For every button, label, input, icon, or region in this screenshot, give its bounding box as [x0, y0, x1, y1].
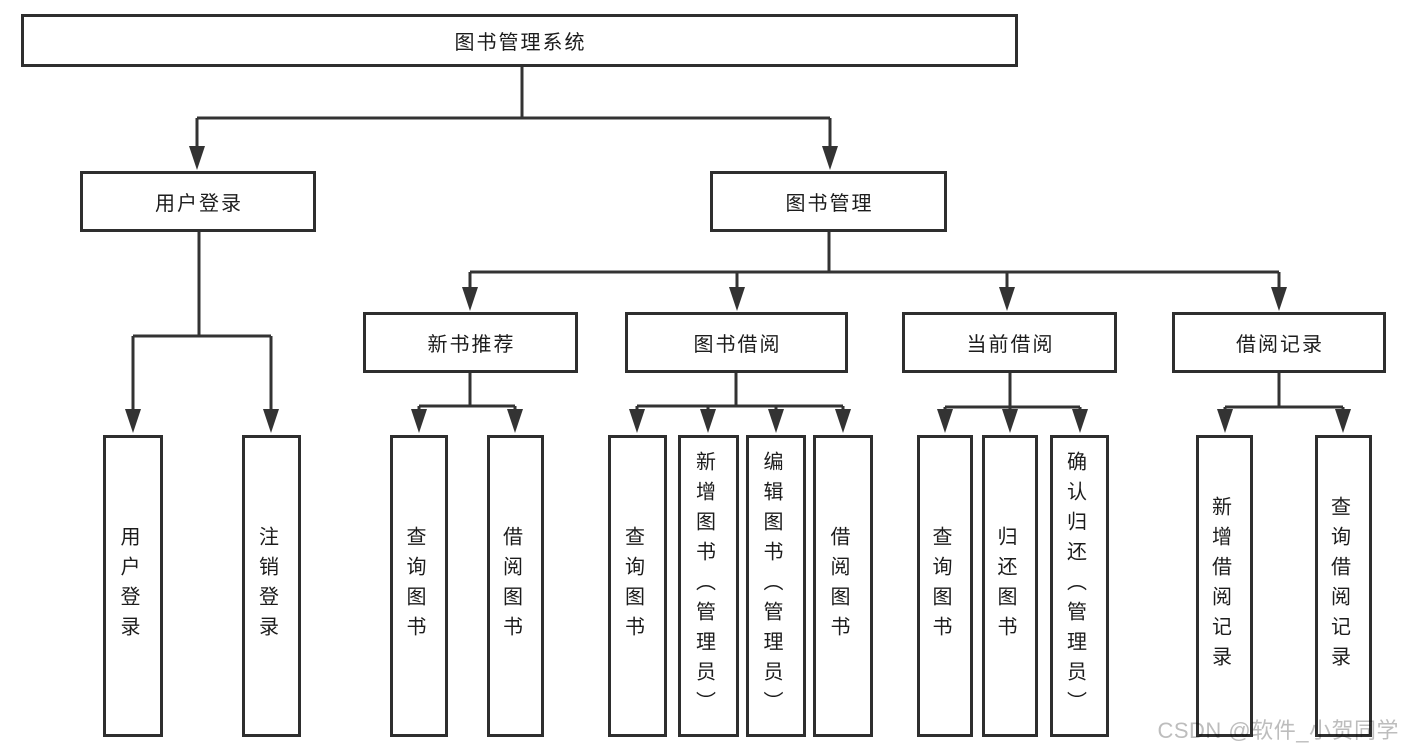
connector-book-management-to-level3: [462, 231, 1287, 311]
node-user-login: 用户登录: [80, 171, 316, 232]
leaf-borrow-books-borrowing: 借阅图书: [813, 435, 873, 737]
leaf-return-books: 归还图书: [982, 435, 1038, 737]
node-label: 图书借阅: [693, 334, 782, 356]
node-label: 新增图书（管理员）: [692, 451, 715, 721]
node-label: 当前借阅: [966, 334, 1055, 356]
node-label: 确认归还（管理员）: [1063, 451, 1086, 721]
node-label: 借阅记录: [1236, 334, 1324, 356]
leaf-query-books-borrowing: 查询图书: [608, 435, 667, 737]
node-label: 注销登录: [255, 526, 278, 646]
leaf-logout: 注销登录: [242, 435, 301, 737]
node-book-borrowing: 图书借阅: [625, 312, 848, 373]
node-label: 查询借阅记录: [1327, 496, 1350, 676]
connector-user-login-to-leaves: [125, 231, 279, 433]
node-new-book-recommendation: 新书推荐: [363, 312, 578, 373]
node-label: 查询图书: [929, 526, 951, 646]
leaf-add-borrowing-record: 新增借阅记录: [1196, 435, 1253, 737]
node-current-borrowing: 当前借阅: [902, 312, 1117, 373]
node-label: 用户登录: [155, 193, 243, 215]
node-library-system: 图书管理系统: [21, 14, 1018, 67]
leaf-confirm-return-admin: 确认归还（管理员）: [1050, 435, 1109, 737]
leaf-query-books-recommend: 查询图书: [390, 435, 448, 737]
node-label: 图书管理: [785, 193, 874, 215]
node-label: 借阅图书: [827, 526, 849, 646]
node-label: 归还图书: [994, 526, 1016, 646]
connector-book-borrowing-to-leaves: [629, 372, 851, 433]
node-borrowing-records: 借阅记录: [1172, 312, 1386, 373]
node-label: 编辑图书（管理员）: [760, 451, 782, 721]
connector-borrowing-records-to-leaves: [1217, 372, 1351, 433]
node-label: 查询图书: [621, 526, 644, 646]
connector-new-book-to-leaves: [411, 372, 523, 433]
node-label: 新书推荐: [427, 334, 516, 356]
node-label: 图书管理系统: [454, 32, 587, 54]
node-book-management: 图书管理: [710, 171, 947, 232]
leaf-user-login: 用户登录: [103, 435, 163, 737]
leaf-edit-books-admin: 编辑图书（管理员）: [746, 435, 806, 737]
connector-current-borrowing-to-leaves: [937, 372, 1088, 433]
node-label: 用户登录: [117, 526, 139, 646]
csdn-watermark: CSDN @软件_小贺同学: [1157, 718, 1399, 743]
node-label: 查询图书: [403, 526, 425, 646]
leaf-add-books-admin: 新增图书（管理员）: [678, 435, 739, 737]
leaf-borrow-books-recommend: 借阅图书: [487, 435, 544, 737]
leaf-query-books-current: 查询图书: [917, 435, 973, 737]
node-label: 新增借阅记录: [1208, 496, 1231, 676]
leaf-query-borrowing-record: 查询借阅记录: [1315, 435, 1372, 737]
node-label: 借阅图书: [499, 526, 522, 646]
connector-root-to-level2: [189, 66, 838, 170]
